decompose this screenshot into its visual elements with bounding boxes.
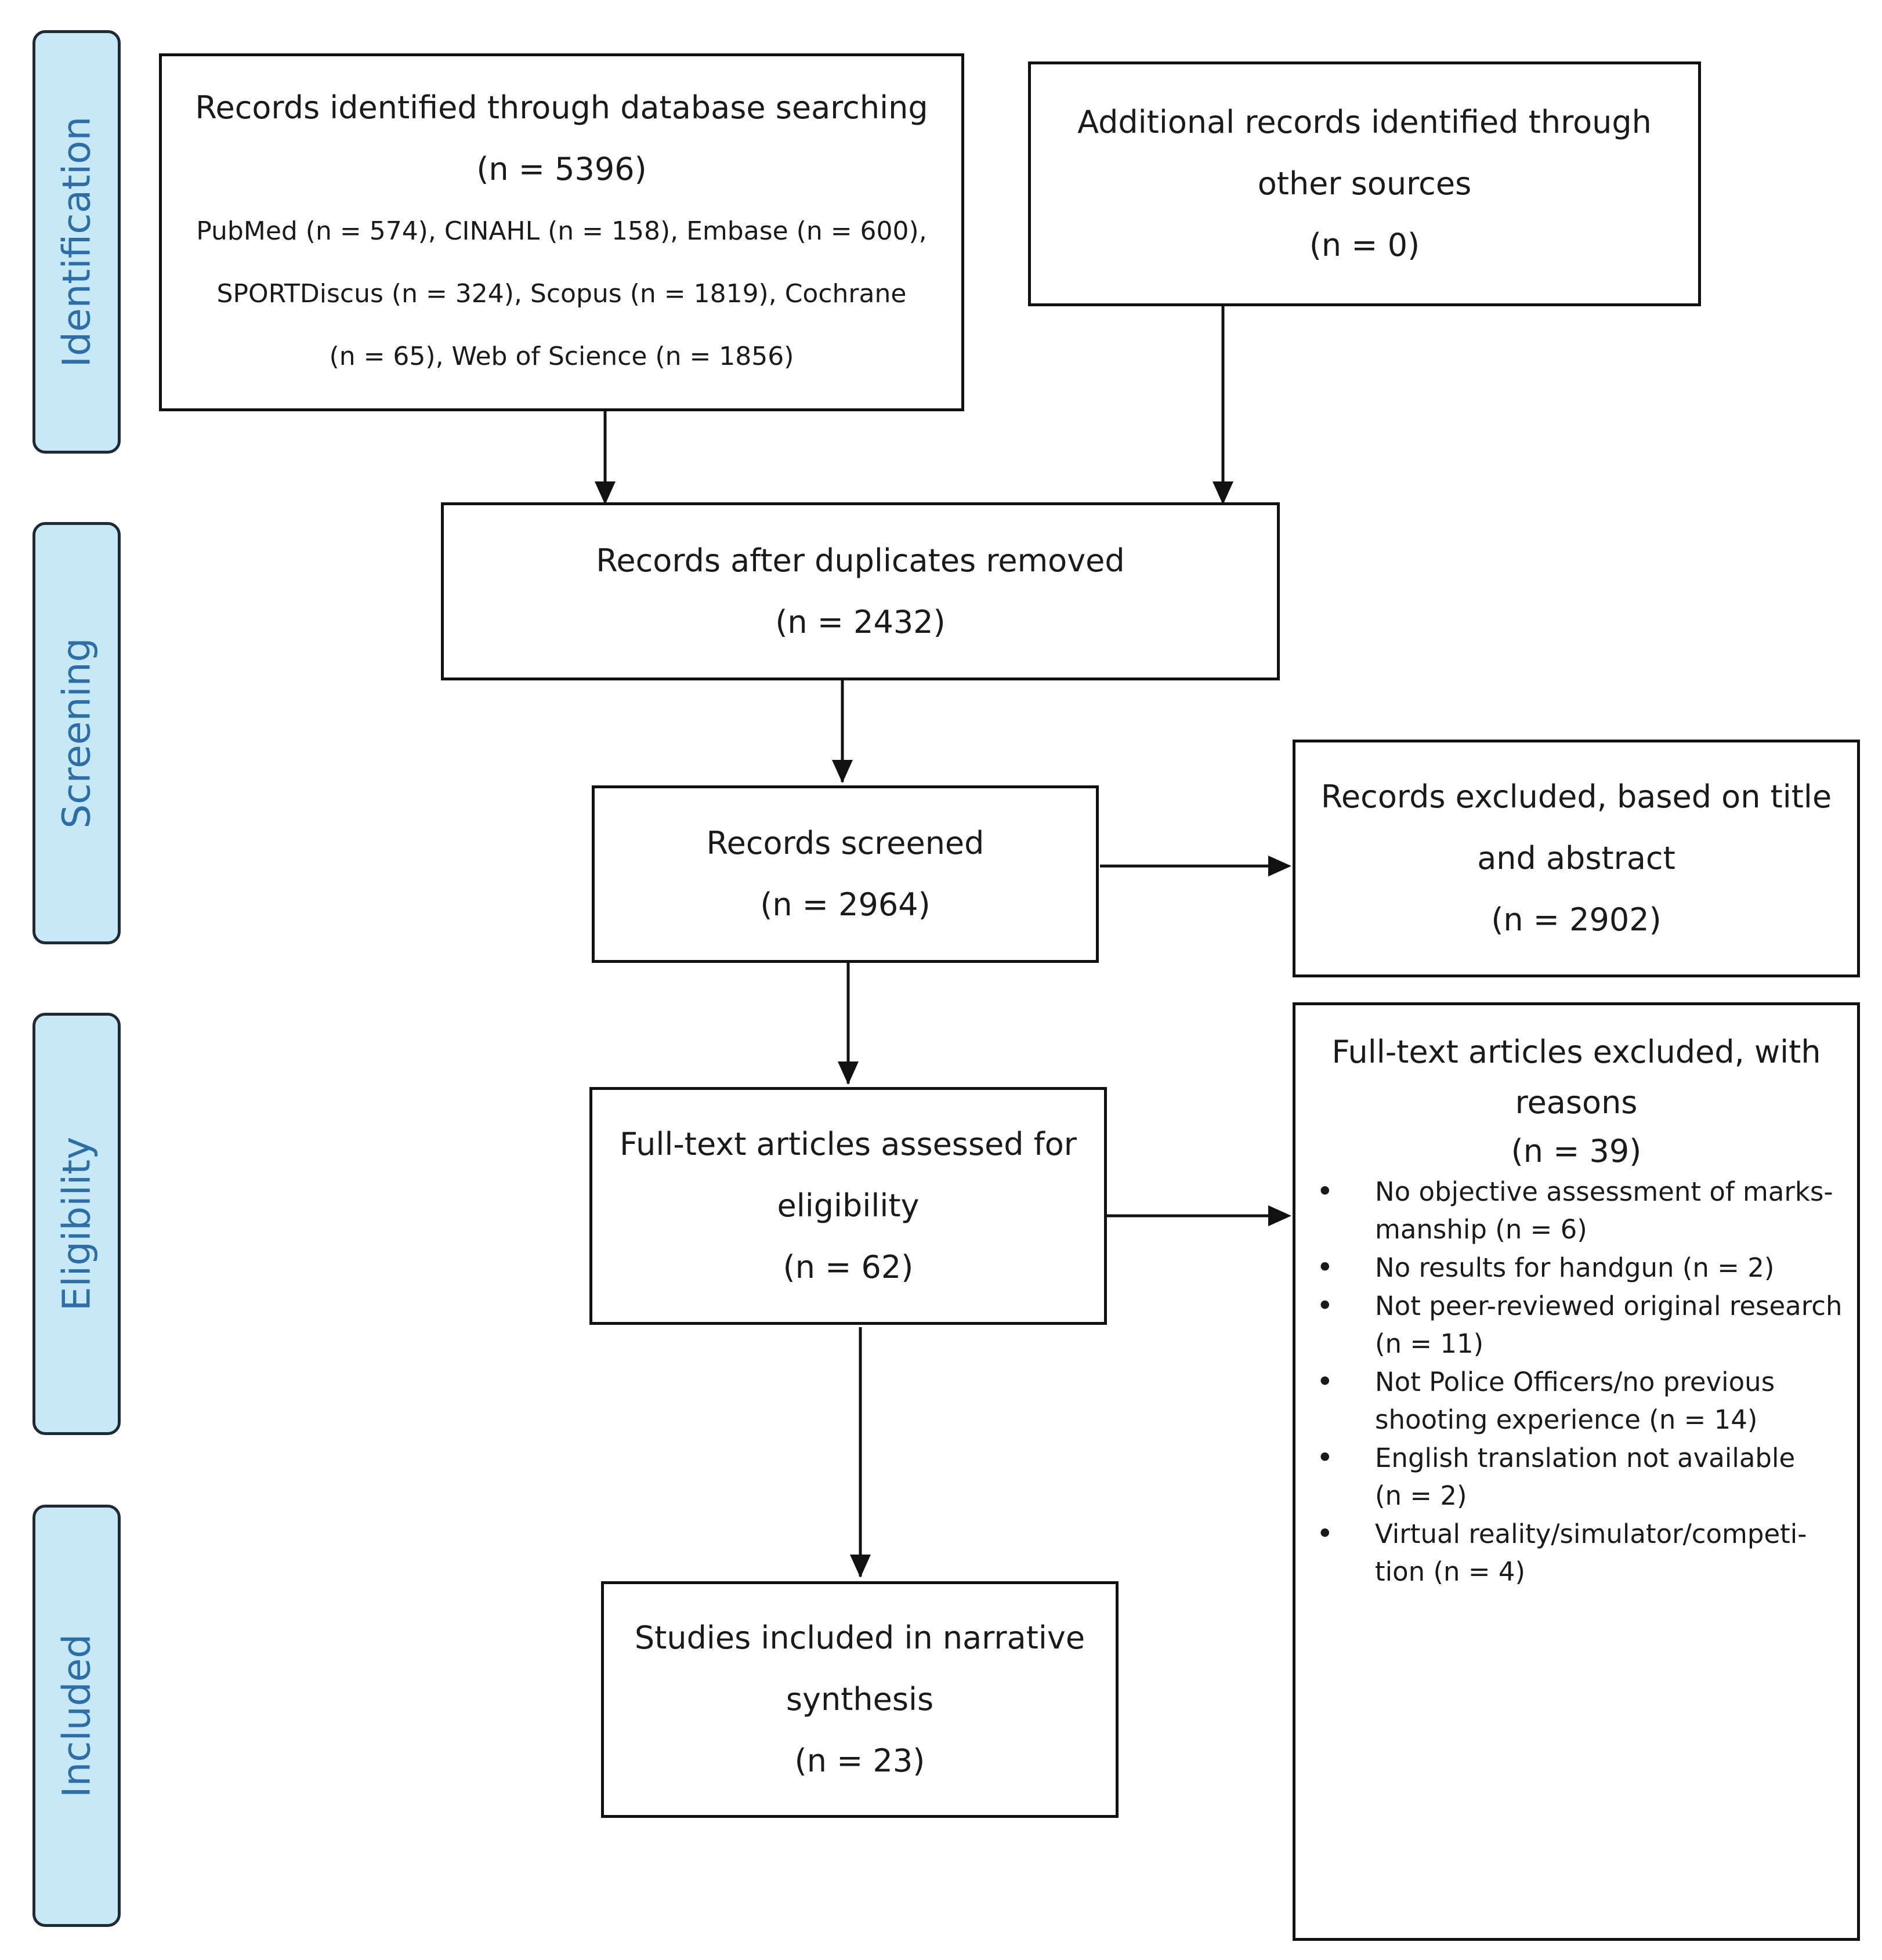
database-sources-line3: (n = 65), Web of Science (n = 1856): [329, 341, 794, 371]
database-sources-line2: SPORTDiscus (n = 324), Scopus (n = 1819)…: [216, 278, 907, 309]
exclusion-reason-line1: Virtual reality/simulator/competi-: [1375, 1519, 1807, 1549]
arrowhead-excluded-title: [1268, 856, 1291, 876]
exclusion-reason-line1: No results for handgun (n = 2): [1375, 1252, 1775, 1283]
exclusion-reason-line1: English translation not available: [1375, 1443, 1796, 1473]
exclusion-reason-line2: shooting experience (n = 14): [1375, 1404, 1758, 1435]
exclusion-reason-line2: manship (n = 6): [1375, 1214, 1587, 1245]
studies-included-line1: Studies included in narrative: [634, 1620, 1085, 1656]
exclusion-reason-line2: (n = 11): [1375, 1328, 1484, 1359]
arrowhead-excluded-fulltext: [1268, 1205, 1291, 1226]
exclusion-reason: No objective assessment of marks- manshi…: [1316, 1173, 1874, 1248]
exclusion-reason-line1: No objective assessment of marks-: [1375, 1176, 1833, 1207]
studies-included-line2: synthesis: [786, 1681, 934, 1718]
exclusion-reason: Not Police Officers/no previous shooting…: [1316, 1363, 1874, 1439]
full-text-excluded-count: (n = 39): [1511, 1133, 1642, 1169]
arrowhead-included: [850, 1555, 871, 1578]
phase-eligibility: Eligibility: [32, 1013, 121, 1435]
database-sources-line1: PubMed (n = 574), CINAHL (n = 158), Emba…: [196, 216, 927, 246]
database-search-count: (n = 5396): [476, 150, 647, 187]
full-text-excluded-line2: reasons: [1515, 1084, 1638, 1121]
exclusion-reason: Virtual reality/simulator/competi- tion …: [1316, 1515, 1874, 1591]
arrowhead-screened: [832, 760, 853, 783]
full-text-assessed-box: Full-text articles assessed for eligibil…: [589, 1087, 1107, 1325]
excluded-title-abstract-count: (n = 2902): [1491, 901, 1662, 938]
phase-included: Included: [32, 1505, 121, 1927]
records-screened-box: Records screened (n = 2964): [592, 785, 1099, 963]
excluded-title-abstract-box: Records excluded, based on title and abs…: [1293, 740, 1860, 977]
exclusion-reason: No results for handgun (n = 2): [1316, 1249, 1874, 1287]
arrowhead-database: [595, 481, 616, 505]
full-text-assessed-count: (n = 62): [783, 1249, 914, 1285]
other-sources-line2: other sources: [1257, 165, 1472, 202]
arrowhead-other: [1213, 481, 1233, 505]
exclusion-reasons-list: No objective assessment of marks- manshi…: [1316, 1173, 1874, 1591]
other-sources-line1: Additional records identified through: [1077, 104, 1652, 140]
excluded-title-abstract-line2: and abstract: [1477, 840, 1675, 876]
other-sources-count: (n = 0): [1309, 227, 1420, 263]
exclusion-reason: English translation not available (n = 2…: [1316, 1439, 1874, 1515]
full-text-excluded-line1: Full-text articles excluded, with: [1331, 1034, 1821, 1070]
records-screened-count: (n = 2964): [760, 886, 931, 923]
studies-included-count: (n = 23): [794, 1742, 925, 1779]
duplicates-removed-title: Records after duplicates removed: [596, 542, 1125, 579]
database-search-title: Records identified through database sear…: [195, 89, 928, 126]
records-screened-title: Records screened: [706, 825, 985, 861]
exclusion-reason-line2: (n = 2): [1375, 1480, 1467, 1511]
exclusion-reason-line1: Not peer-reviewed original research: [1375, 1291, 1843, 1321]
studies-included-box: Studies included in narrative synthesis …: [601, 1581, 1119, 1818]
full-text-assessed-line2: eligibility: [777, 1187, 920, 1224]
arrowhead-fulltext: [838, 1061, 859, 1085]
database-search-box: Records identified through database sear…: [159, 53, 964, 411]
phase-screening: Screening: [32, 522, 121, 944]
full-text-assessed-line1: Full-text articles assessed for: [619, 1126, 1077, 1162]
excluded-title-abstract-line1: Records excluded, based on title: [1320, 778, 1832, 815]
phase-identification: Identification: [32, 30, 121, 454]
other-sources-box: Additional records identified through ot…: [1028, 61, 1701, 306]
duplicates-removed-box: Records after duplicates removed (n = 24…: [441, 502, 1280, 680]
exclusion-reason-line2: tion (n = 4): [1375, 1556, 1526, 1587]
duplicates-removed-count: (n = 2432): [775, 603, 946, 640]
exclusion-reason-line1: Not Police Officers/no previous: [1375, 1367, 1775, 1397]
exclusion-reason: Not peer-reviewed original research (n =…: [1316, 1287, 1874, 1363]
